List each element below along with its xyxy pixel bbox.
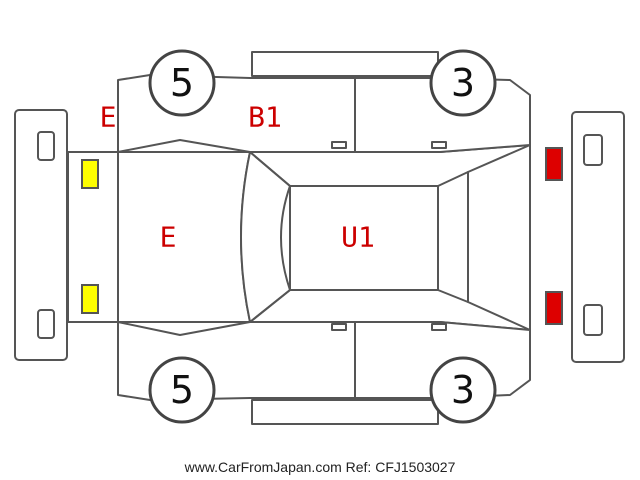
right-side-panel (117, 321, 531, 425)
rear-bumper (571, 111, 625, 363)
taillight-right (545, 291, 563, 325)
tire-front-right-depth: 5 (170, 368, 194, 412)
damage-mark-roof: U1 (341, 221, 375, 254)
tire-front-left-depth: 5 (170, 61, 194, 105)
tire-rear-left-depth: 3 (451, 61, 475, 105)
tire-rear-right: 3 (429, 356, 497, 424)
tailgate (467, 144, 531, 331)
reference-footer: www.CarFromJapan.com Ref: CFJ1503027 (184, 459, 456, 475)
taillight-left (545, 147, 563, 181)
headlight-left (81, 159, 99, 189)
roof (289, 185, 439, 291)
left-side-panel (117, 51, 531, 153)
right-running-board (251, 399, 439, 425)
damage-mark-front-left-fender: E (100, 101, 117, 134)
headlight-right (81, 284, 99, 314)
damage-mark-left-door: B1 (248, 101, 282, 134)
hood (117, 151, 251, 323)
car-body (67, 144, 531, 331)
left-running-board (251, 51, 439, 77)
tire-rear-right-depth: 3 (451, 368, 475, 412)
tire-front-left: 5 (148, 49, 216, 117)
tire-rear-left: 3 (429, 49, 497, 117)
front-bumper (14, 109, 68, 361)
rear-window (437, 171, 469, 303)
tire-front-right: 5 (148, 356, 216, 424)
damage-mark-hood: E (160, 221, 177, 254)
